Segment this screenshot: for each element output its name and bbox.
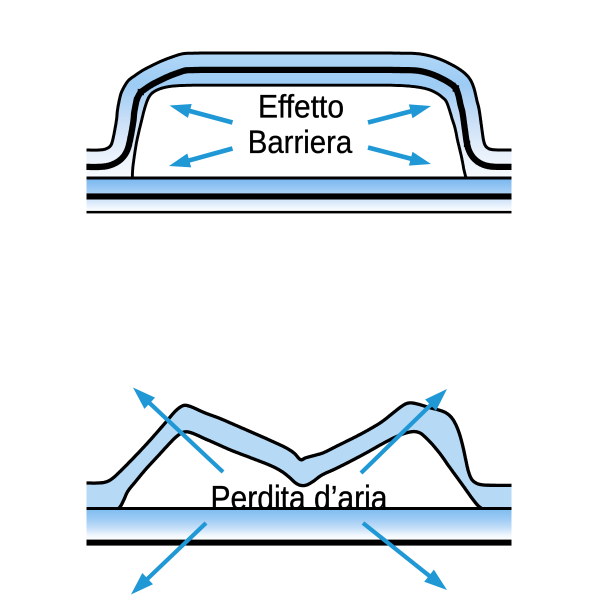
svg-text:Effetto: Effetto (258, 88, 344, 124)
svg-text:Perdita d’aria: Perdita d’aria (211, 480, 388, 518)
svg-text:Barriera: Barriera (248, 124, 353, 160)
